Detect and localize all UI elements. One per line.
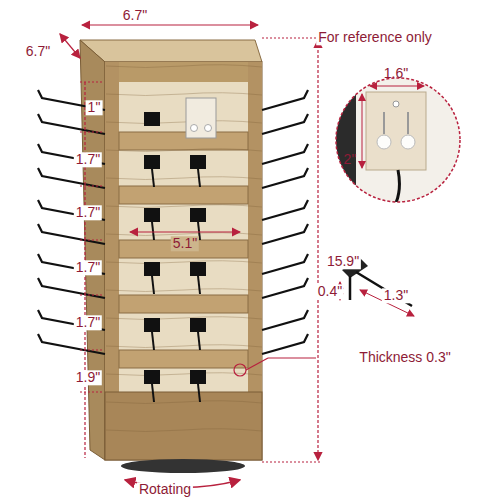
peg-hook [198, 169, 200, 187]
dimension-label: For reference only [316, 30, 434, 45]
hook-plate [144, 370, 160, 384]
dim-tick [80, 131, 104, 132]
dim-tick [80, 185, 104, 186]
side-hook [38, 114, 105, 134]
hook-plate [190, 262, 206, 276]
wood-slat [119, 186, 248, 204]
side-hook [262, 334, 308, 354]
hook-plate [190, 318, 206, 332]
side-hook [262, 278, 308, 298]
side-hook [262, 310, 308, 330]
side-hook [262, 200, 308, 220]
dim-tick [80, 239, 104, 240]
side-hook [262, 254, 308, 274]
wood-grain [106, 373, 262, 376]
wood-grain [106, 121, 262, 124]
dimension-label: 1.7" [74, 315, 102, 330]
dimension-label: 6.7" [121, 8, 149, 23]
peg-hook [198, 384, 200, 402]
hook-plate [190, 370, 206, 384]
wood-grain [106, 177, 262, 180]
side-hook [38, 278, 105, 298]
hook-plate [144, 112, 160, 126]
wood-grain [106, 233, 262, 236]
side-hook [262, 224, 308, 244]
dimension-label: 1" [86, 100, 103, 115]
dim-tick [80, 81, 104, 82]
peg-hook [152, 222, 154, 240]
wood-grain [106, 289, 262, 292]
peg-hook [152, 332, 154, 350]
dimension-label: 1.9" [74, 370, 102, 385]
peg-hook [152, 276, 154, 294]
wood-grain [106, 401, 262, 404]
dimension-label: 0.4" [316, 284, 344, 299]
side-hook [262, 168, 308, 188]
hook-plate [190, 208, 206, 222]
dimension-label: 1.7" [74, 205, 102, 220]
wood-slat [119, 295, 248, 313]
peg-hook [152, 169, 154, 187]
wood-grain [106, 429, 262, 432]
dim-tick [80, 349, 104, 350]
dimension-label: 6.7" [24, 44, 52, 59]
dim-tick [80, 294, 104, 295]
wood-grain [106, 261, 262, 264]
side-hook [38, 224, 105, 244]
hook-plate [144, 262, 160, 276]
wood-slat [119, 132, 248, 150]
hook-plate [144, 155, 160, 169]
dimension-label: 5.1" [171, 236, 199, 251]
wood-grain [106, 205, 262, 208]
dimension-label: Rotating [137, 482, 193, 497]
wood-grain [106, 93, 262, 96]
side-hook [262, 114, 308, 134]
dimension-label: Thickness 0.3" [357, 350, 452, 365]
dimension-label: 1.7" [74, 152, 102, 167]
hook-plate [190, 155, 206, 169]
peg-hook [152, 384, 154, 402]
wood-grain [106, 65, 262, 68]
hook-plate [144, 208, 160, 222]
wood-grain [106, 345, 262, 348]
side-hook [38, 310, 105, 330]
dimension-label: 1.6" [382, 66, 410, 81]
peg-hook [198, 332, 200, 350]
dimension-label: 2" [342, 152, 359, 167]
side-hook [38, 200, 105, 220]
peg-hook [198, 276, 200, 294]
side-hook [38, 334, 105, 354]
wood-slat [119, 350, 248, 368]
side-hook [262, 90, 308, 110]
dimension-label: 1.7" [74, 260, 102, 275]
dimension-label: 15.9" [325, 254, 361, 269]
side-hook [262, 144, 308, 164]
hook-plate [144, 318, 160, 332]
dimension-label: 1.3" [382, 288, 410, 303]
side-hook [38, 168, 105, 188]
dim-tick [80, 391, 104, 392]
wood-grain [106, 317, 262, 320]
wood-grain [106, 149, 262, 152]
